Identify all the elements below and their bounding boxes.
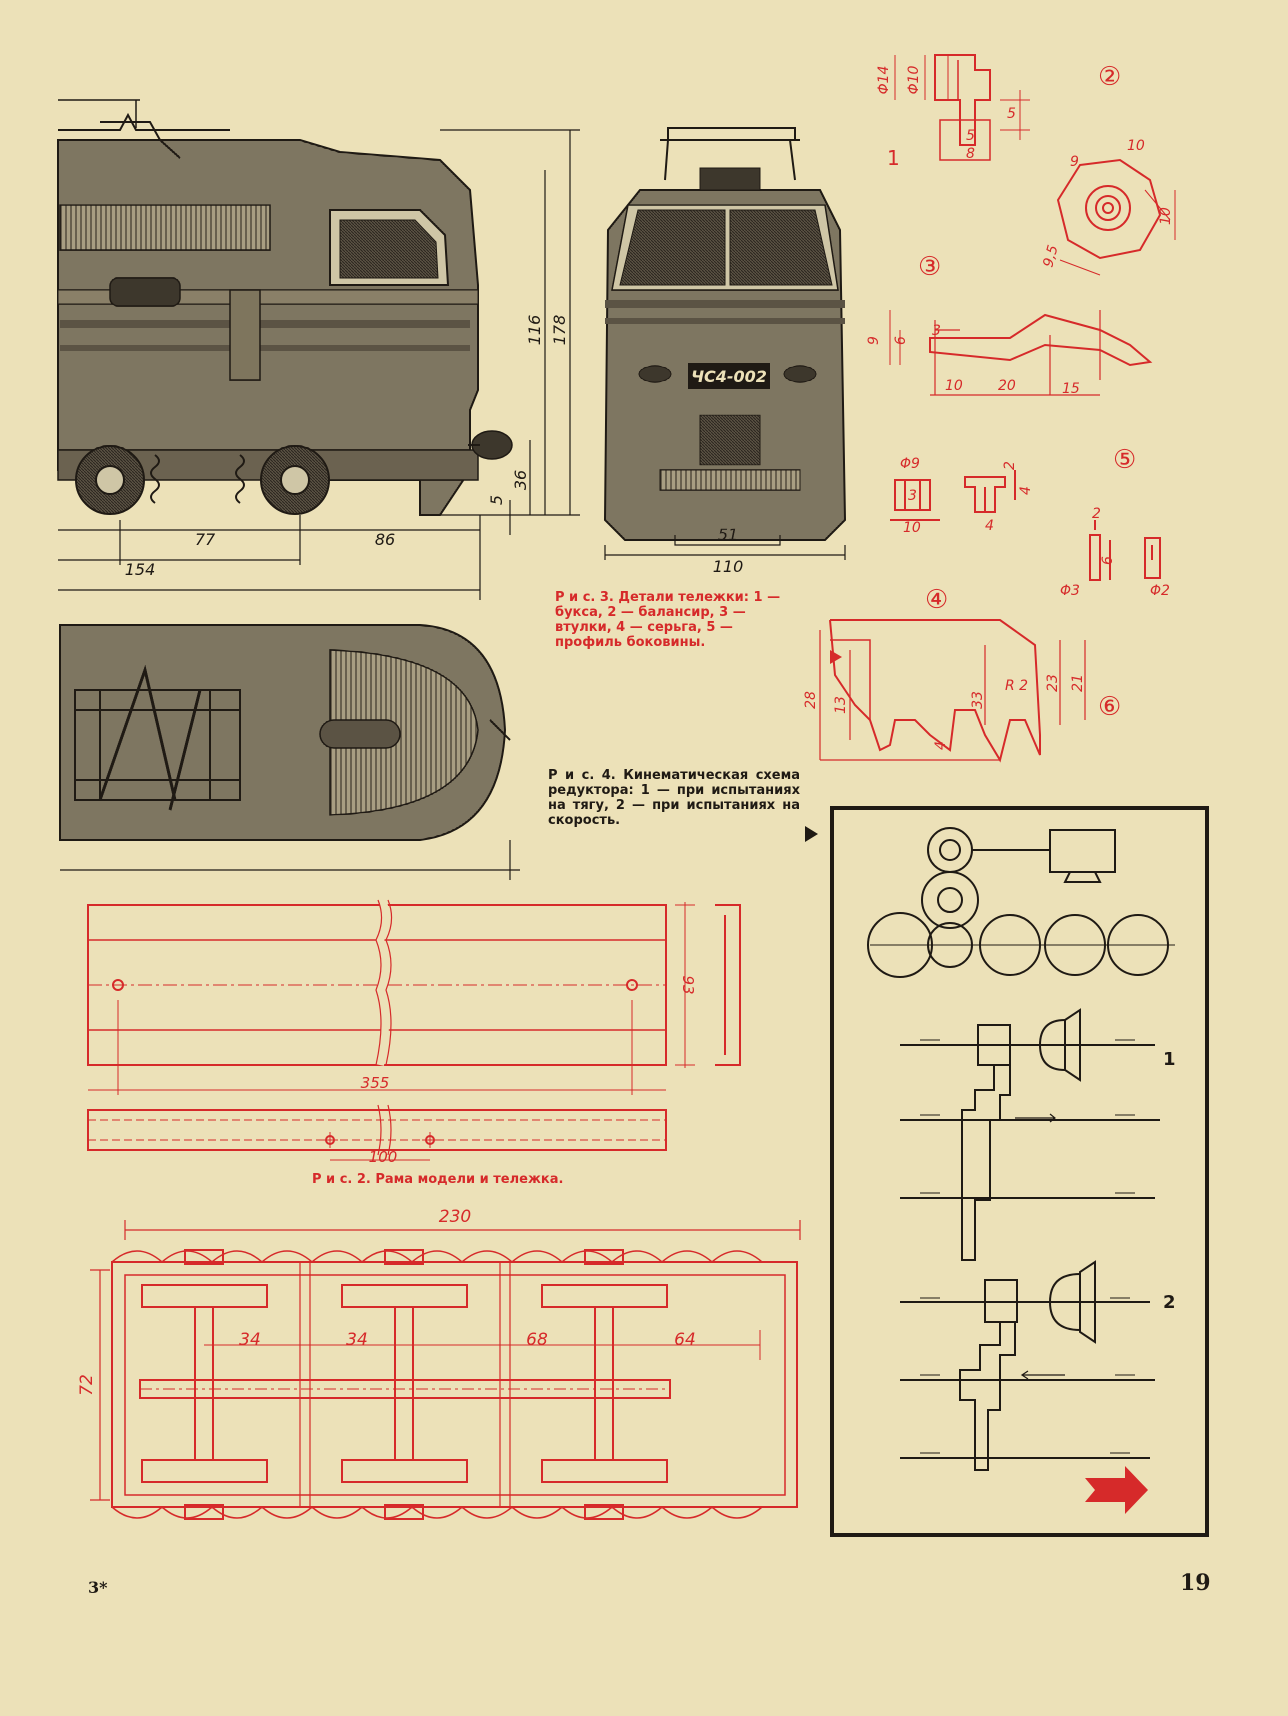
part5-h4: 4 xyxy=(1018,486,1034,495)
part2-d10b: 10 xyxy=(1158,207,1174,225)
fig3-caption: Р и с. 3. Детали тележки: 1 — букса, 2 —… xyxy=(555,590,781,650)
scheme-label-1: 1 xyxy=(1163,1049,1176,1070)
axle-3 xyxy=(541,1249,668,1520)
part5-d3: Φ3 xyxy=(1060,583,1080,599)
dim-100: 100 xyxy=(369,1148,398,1166)
fig3-parts-drawings xyxy=(819,54,1176,763)
part3-h6: 6 xyxy=(893,336,909,345)
locomotive-front-view xyxy=(603,127,847,560)
dim-51: 51 xyxy=(718,525,738,544)
fig3-dims: Φ14 Φ10 5 5 8 10 9 10 9,5 9 6 3 10 20 15… xyxy=(803,65,1174,750)
bogie-plan-drawing xyxy=(90,1220,801,1520)
dim-230: 230 xyxy=(439,1207,471,1227)
dim-86: 86 xyxy=(375,530,395,549)
page-number: 19 xyxy=(1180,1570,1211,1596)
dim-64: 64 xyxy=(674,1330,696,1350)
scheme-2 xyxy=(900,1260,1155,1471)
dim-5: 5 xyxy=(487,495,506,505)
red-arrow-icon xyxy=(1085,1466,1148,1514)
dim-68: 68 xyxy=(526,1330,548,1350)
dim-34a: 34 xyxy=(239,1330,261,1350)
dim-355: 355 xyxy=(361,1074,390,1092)
axle-1 xyxy=(141,1249,268,1520)
part3-h3: 3 xyxy=(932,323,941,339)
part5-w10: 10 xyxy=(903,520,921,536)
part5-t2: 2 xyxy=(1092,506,1101,522)
part2-d95: 9,5 xyxy=(1040,243,1061,269)
dim-116: 116 xyxy=(525,315,544,346)
dim-36: 36 xyxy=(511,470,530,490)
part6-r2: R 2 xyxy=(1005,678,1028,694)
part6-h33: 33 xyxy=(970,691,986,709)
fig2-dims: 355 93 100 xyxy=(361,975,697,1166)
part6-h13: 13 xyxy=(833,696,849,714)
part1-h8: 8 xyxy=(966,146,975,162)
scheme-label-2: 2 xyxy=(1163,1292,1176,1313)
part5-w4: 4 xyxy=(985,518,994,534)
fig4-labels: 1 2 xyxy=(1163,1049,1176,1313)
fig3-arrow-icon xyxy=(830,650,842,664)
fig4-caption: Р и с. 4. Кинематическая схема редуктора… xyxy=(548,768,800,828)
part3-w10: 10 xyxy=(945,378,963,394)
locomotive-top-view xyxy=(59,624,520,880)
axle-2 xyxy=(341,1249,468,1520)
scheme-1 xyxy=(900,1008,1160,1261)
fig2-caption: Р и с. 2. Рама модели и тележка. xyxy=(312,1172,564,1187)
loco-plate: ЧС4-002 xyxy=(691,367,767,386)
part6-h21: 21 xyxy=(1070,674,1086,692)
dim-110: 110 xyxy=(713,557,744,576)
part-number-6: ⑥ xyxy=(1098,692,1121,722)
part-number-3: ③ xyxy=(918,252,941,282)
fig2-model-frame xyxy=(87,898,741,1161)
page-signature: 3* xyxy=(88,1578,108,1597)
part3-w20: 20 xyxy=(998,378,1016,394)
part3-w15: 15 xyxy=(1062,381,1080,397)
part6-h28: 28 xyxy=(803,691,819,709)
part1-h5b: 5 xyxy=(966,128,975,144)
part-number-5: ⑤ xyxy=(1113,445,1136,475)
part1-h5a: 5 xyxy=(1007,106,1016,122)
bogie-dims: 230 72 34 34 68 64 xyxy=(77,1207,696,1396)
dim-34b: 34 xyxy=(346,1330,368,1350)
part3-h9: 9 xyxy=(866,336,882,345)
part6-w4: 4 xyxy=(933,741,949,750)
locomotive-side-dims: 116 178 36 5 77 86 154 xyxy=(125,315,569,579)
part-number-2: ② xyxy=(1098,62,1121,92)
part-number-1: 1 xyxy=(887,146,900,170)
part5-h3: 3 xyxy=(908,488,917,504)
part5-h2: 2 xyxy=(1002,461,1018,470)
part1-d10: Φ10 xyxy=(906,65,922,94)
part-number-4: ④ xyxy=(925,585,948,615)
locomotive-side-view xyxy=(57,99,580,600)
locomotive-front-text: ЧС4-002 51 110 xyxy=(691,367,767,576)
dim-72: 72 xyxy=(77,1374,97,1396)
dim-178: 178 xyxy=(550,315,569,346)
fig3-part-numbers: 1 ② ③ ⑤ ④ ⑥ xyxy=(887,62,1136,722)
dim-154: 154 xyxy=(125,560,156,579)
dim-93: 93 xyxy=(679,975,697,994)
part6-h23: 23 xyxy=(1045,674,1061,692)
part2-d10a: 10 xyxy=(1127,138,1145,154)
part5-d2: Φ2 xyxy=(1150,583,1170,599)
part2-d9: 9 xyxy=(1070,154,1079,170)
dim-77: 77 xyxy=(195,530,216,549)
fig4-kinematic-scheme xyxy=(830,806,1209,1537)
fig4-arrow-icon xyxy=(805,826,818,842)
part5-d9: Φ9 xyxy=(900,456,920,472)
part5-h6: 6 xyxy=(1100,556,1116,565)
part1-d14: Φ14 xyxy=(876,66,892,95)
